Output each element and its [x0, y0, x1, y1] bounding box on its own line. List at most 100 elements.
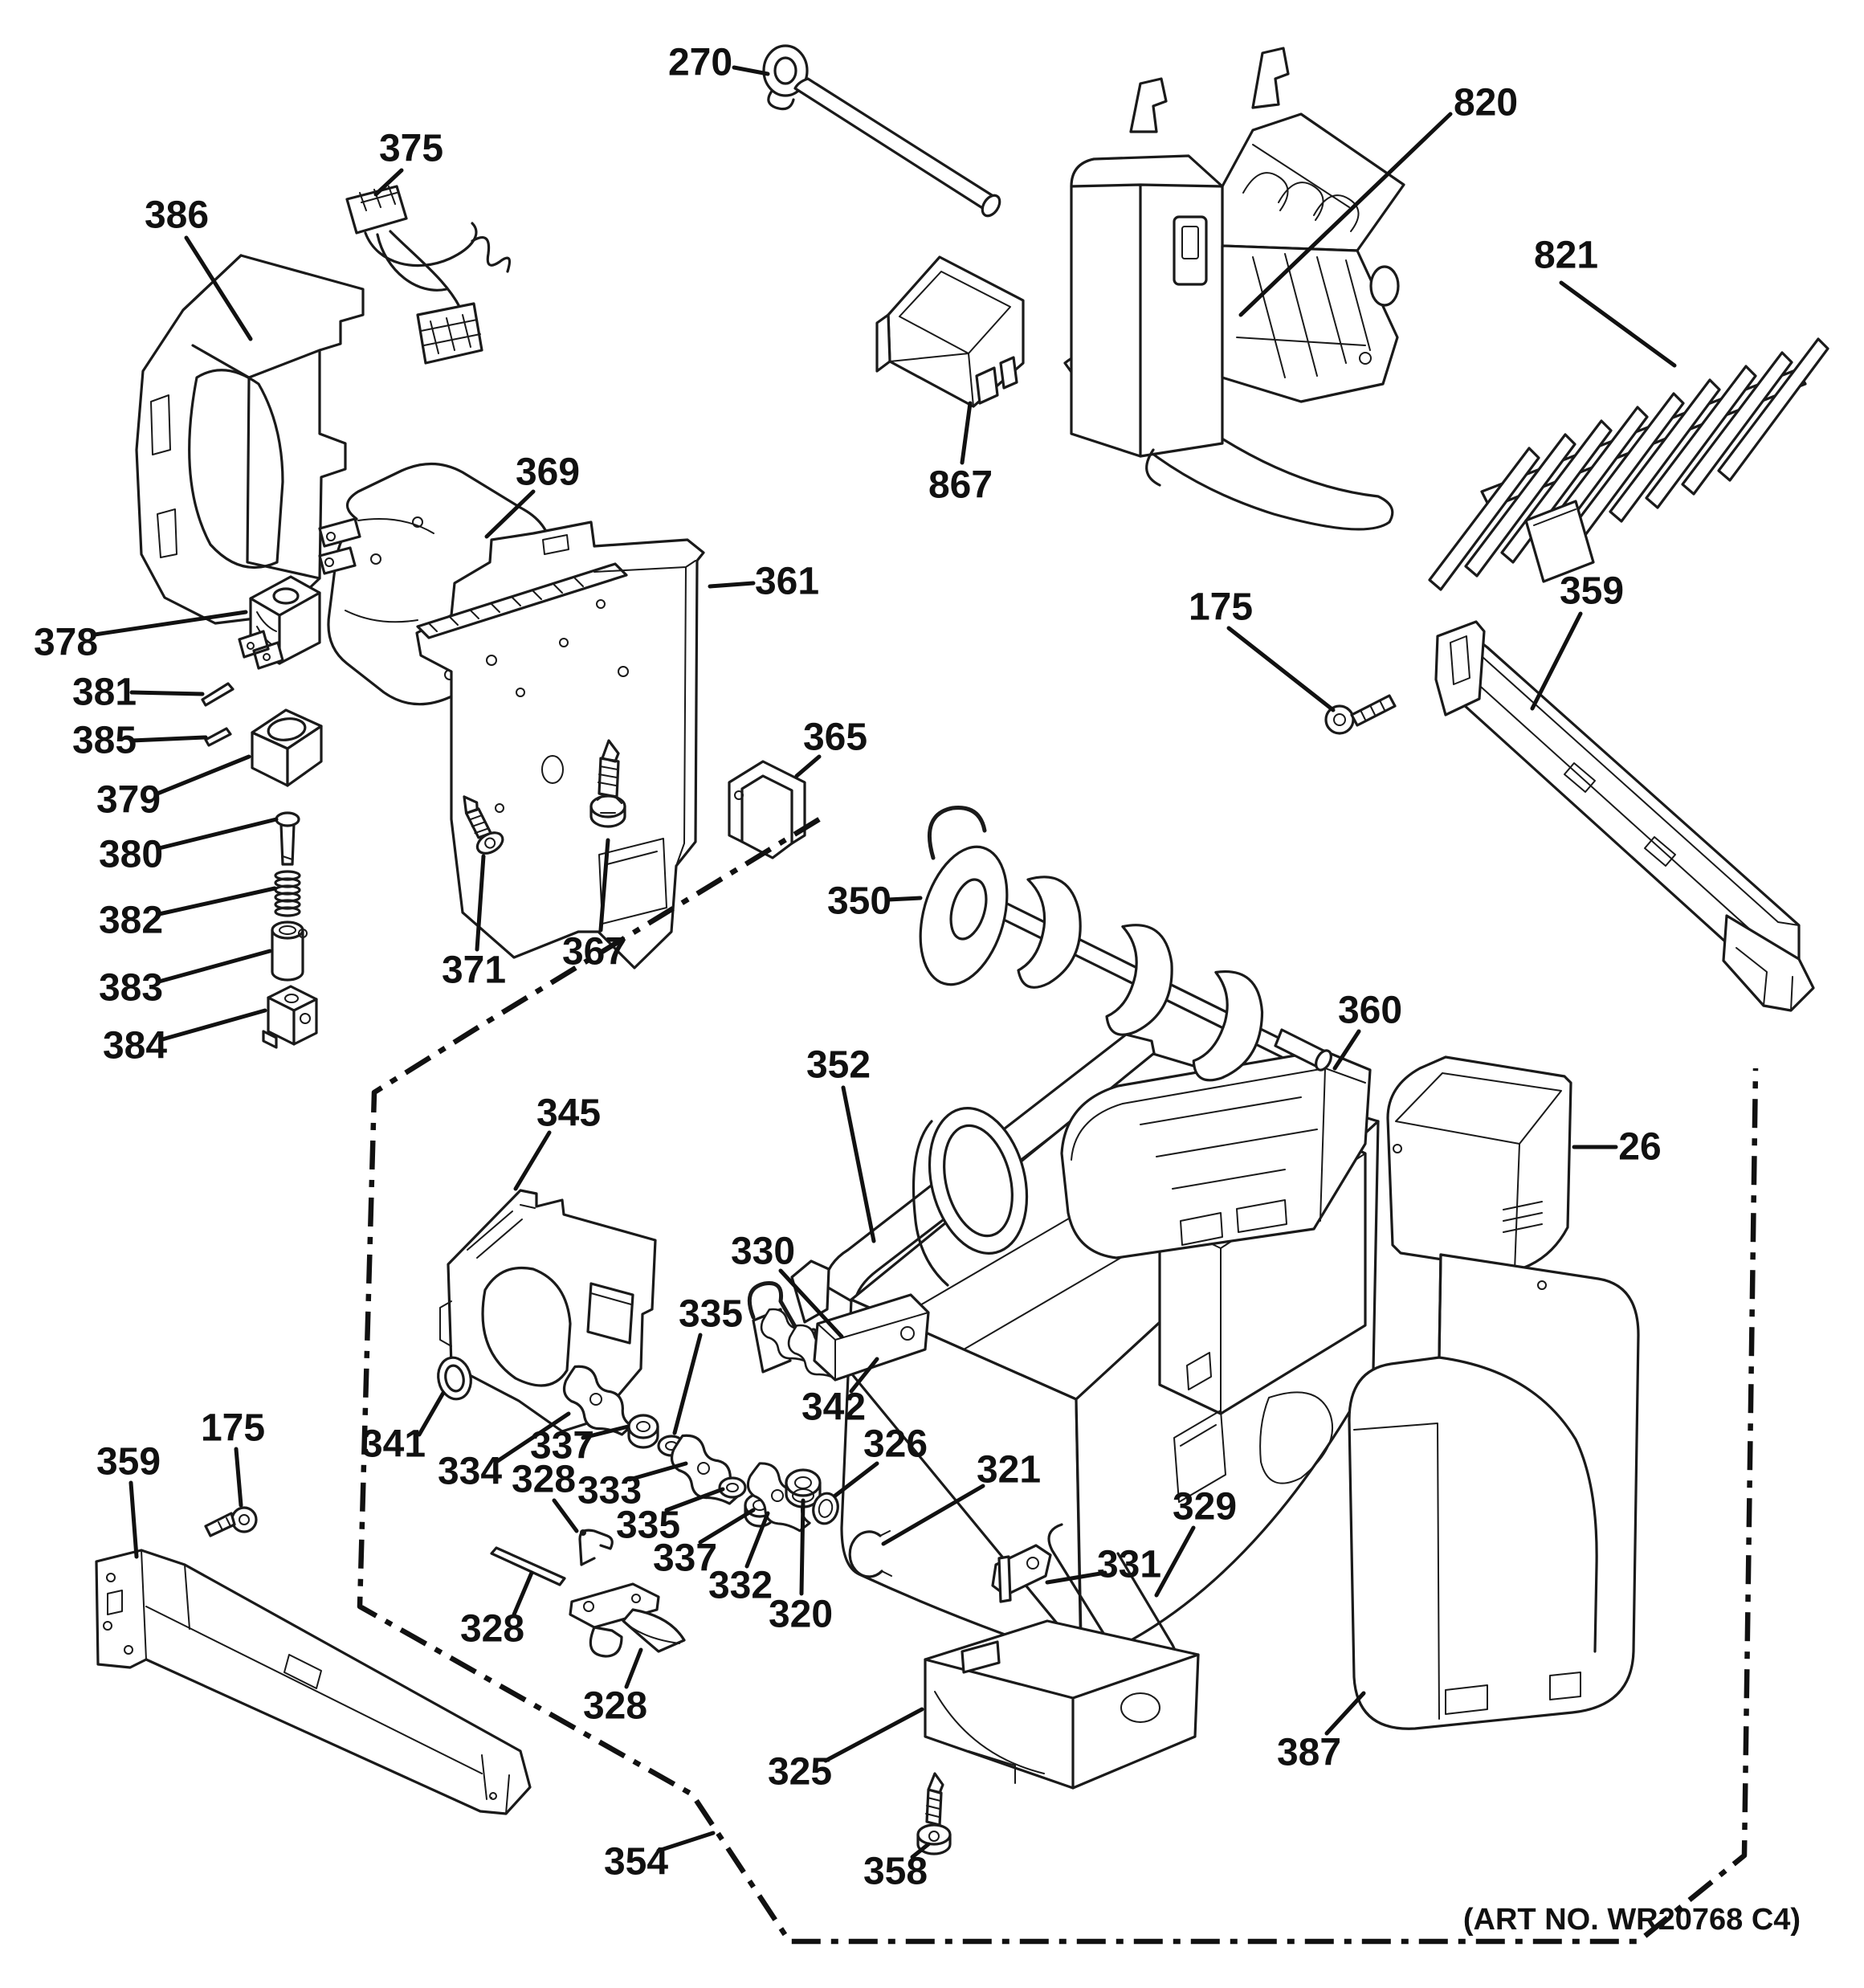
- callout-350-21: 350: [827, 880, 891, 923]
- leader-line-175-16: [1226, 626, 1336, 712]
- spring-drawing: [274, 870, 301, 917]
- leader-line-387-47: [1324, 1691, 1366, 1736]
- leader-line-328-40: [512, 1570, 534, 1617]
- leader-line-337-30: [581, 1424, 630, 1440]
- pivot-rod-328b-drawing: [490, 1546, 566, 1586]
- leader-line-325-44: [823, 1707, 924, 1763]
- callout-359-48: 359: [96, 1441, 161, 1484]
- callout-335-32: 335: [616, 1504, 680, 1547]
- leader-line-380-12: [157, 817, 279, 851]
- leader-line-386-4: [184, 235, 253, 341]
- leader-line-334-29: [494, 1411, 571, 1464]
- screw-358-drawing: [916, 1772, 952, 1855]
- e-clip-321: [848, 1530, 892, 1578]
- leader-line-337-33: [698, 1508, 756, 1545]
- o-ring-326: [812, 1492, 839, 1525]
- leader-line-335-27: [672, 1333, 703, 1435]
- trigger-lever-328c-drawing: [569, 1582, 686, 1658]
- washer-335b: [718, 1476, 747, 1499]
- crusher-rake-drawing: [1428, 337, 1829, 591]
- callout-378-8: 378: [34, 622, 98, 664]
- icemaker-assembly-drawing: [1063, 47, 1405, 531]
- callout-367-19: 367: [562, 931, 626, 974]
- callout-175-49: 175: [201, 1407, 265, 1450]
- leader-line-330-26: [778, 1268, 844, 1339]
- leader-line-333-31: [627, 1461, 688, 1482]
- callout-385-10: 385: [72, 720, 137, 762]
- callout-320-35: 320: [769, 1594, 833, 1636]
- leader-line-352-22: [841, 1085, 876, 1243]
- callout-371-20: 371: [442, 949, 506, 992]
- rod-bracket-331-drawing: [991, 1544, 1052, 1603]
- leader-line-342-38: [849, 1357, 879, 1394]
- callout-332-34: 332: [708, 1565, 773, 1607]
- leader-line-320-35: [799, 1498, 806, 1596]
- callout-333-31: 333: [577, 1470, 642, 1512]
- crusher-housing-drawing: [924, 1619, 1200, 1790]
- callout-361-7: 361: [755, 561, 819, 603]
- clevis-bracket-drawing: [262, 985, 318, 1049]
- leader-line-328-41: [624, 1647, 643, 1689]
- callout-386-4: 386: [145, 194, 209, 237]
- leader-line-341-28: [417, 1390, 446, 1437]
- crusher-cover-tray-drawing: [1060, 1049, 1372, 1259]
- leader-line-383-14: [157, 949, 272, 984]
- solenoid-drawing: [238, 575, 321, 670]
- callout-328-40: 328: [460, 1608, 524, 1651]
- leader-line-384-15: [160, 1008, 267, 1042]
- callout-342-38: 342: [801, 1386, 866, 1429]
- callout-867-5: 867: [928, 464, 993, 507]
- retainer-clip-drawing: [728, 760, 806, 859]
- slide-rail-bottom-drawing: [95, 1549, 532, 1815]
- flanged-bushing-320: [785, 1468, 822, 1508]
- leader-line-360-23: [1332, 1029, 1361, 1071]
- callout-337-33: 337: [653, 1537, 717, 1580]
- callout-381-9: 381: [72, 672, 137, 714]
- leader-line-820-1: [1238, 112, 1453, 317]
- door-bin-drawing: [1386, 1055, 1572, 1272]
- callout-360-23: 360: [1338, 990, 1402, 1032]
- callout-379-11: 379: [96, 779, 161, 822]
- leader-line-867-5: [960, 401, 973, 465]
- callout-331-42: 331: [1097, 1544, 1161, 1586]
- leader-line-385-10: [129, 735, 208, 743]
- leader-line-354-46: [656, 1831, 716, 1853]
- callout-328-39: 328: [512, 1459, 576, 1501]
- callout-375-3: 375: [379, 128, 443, 170]
- leader-line-326-36: [833, 1461, 879, 1498]
- leader-line-375-3: [373, 168, 404, 197]
- screw-371-drawing: [463, 795, 504, 855]
- auger-drawing: [919, 806, 1332, 1088]
- callout-383-14: 383: [99, 967, 163, 1010]
- leader-line-359-48: [128, 1480, 139, 1559]
- fan-shroud-drawing: [135, 254, 365, 625]
- pin-381-drawing: [201, 682, 235, 707]
- leader-line-331-42: [1045, 1570, 1107, 1585]
- screw-367-drawing: [589, 739, 626, 828]
- callout-270-0: 270: [668, 42, 732, 84]
- callout-325-44: 325: [768, 1751, 832, 1794]
- leader-line-369-6: [484, 489, 536, 539]
- callout-369-6: 369: [516, 451, 580, 494]
- leader-line-382-13: [157, 886, 277, 916]
- fill-tube-drawing: [762, 44, 1001, 218]
- mounting-plate-drawing: [415, 520, 705, 970]
- leader-line-359-17: [1530, 611, 1583, 711]
- bushing-337a: [627, 1414, 659, 1449]
- callout-384-15: 384: [103, 1025, 167, 1067]
- leader-line-270-0: [732, 65, 770, 76]
- callout-layer: 2708208213753868673693613783813853793803…: [34, 42, 1677, 1893]
- leader-line-371-20: [475, 854, 486, 952]
- ice-chute-tray-drawing: [875, 255, 1025, 408]
- callout-358-45: 358: [863, 1851, 928, 1893]
- callout-326-36: 326: [863, 1423, 928, 1466]
- leader-line-175-49: [234, 1447, 243, 1508]
- leader-line-378-8: [92, 610, 248, 637]
- callout-335-27: 335: [679, 1293, 743, 1336]
- leader-line-358-45: [910, 1842, 931, 1859]
- leader-line-379-11: [155, 754, 251, 796]
- callout-26-24: 26: [1618, 1126, 1661, 1169]
- leader-line-321-37: [881, 1484, 985, 1546]
